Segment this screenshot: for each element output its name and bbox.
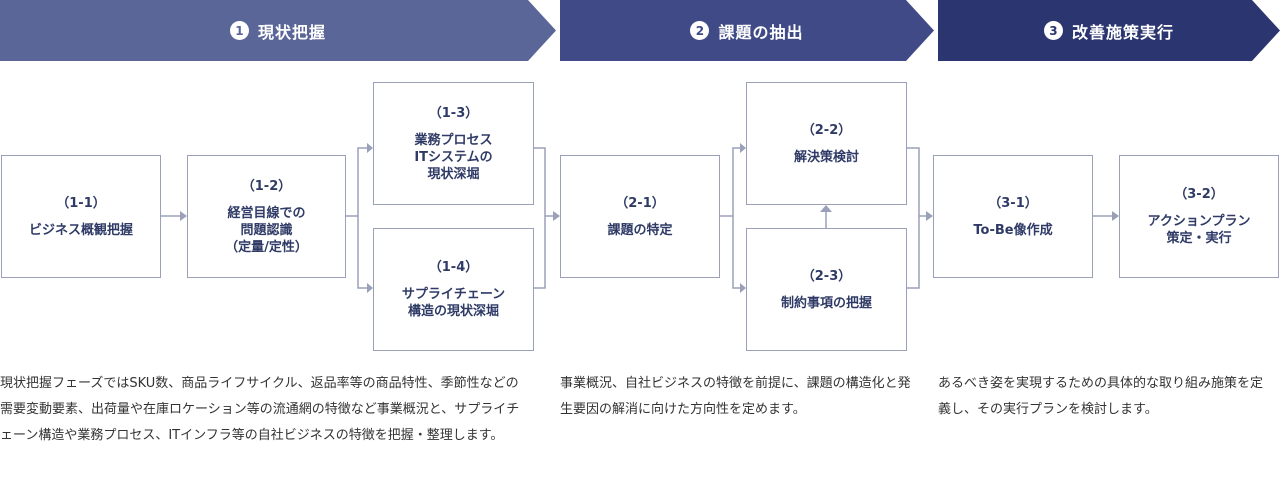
step-box-1-3: （1-3） 業務プロセス ITシステムの 現状深堀 — [373, 82, 534, 205]
step-box-3-2: （3-2） アクションプラン 策定・実行 — [1119, 155, 1279, 278]
connector-merge-2-3 — [907, 216, 920, 289]
arrowhead-to-2-1 — [553, 211, 560, 221]
step-code: （2-2） — [801, 122, 852, 138]
step-box-2-2: （2-2） 解決策検討 — [746, 82, 907, 205]
step-title: To-Be像作成 — [973, 222, 1053, 238]
step-code: （3-2） — [1174, 187, 1224, 202]
step-code: （1-2） — [241, 178, 292, 194]
step-code: （1-4） — [428, 260, 479, 275]
arrowhead-2-3-to-2-2 — [820, 205, 832, 212]
step-title: 解決策検討 — [793, 149, 859, 165]
connector-merge-1-3 — [534, 147, 546, 216]
step-title: ビジネス概観把握 — [28, 222, 133, 238]
step-title: 経営目線での 問題認識 （定量/定性） — [225, 205, 308, 255]
arrowhead-to-1-2 — [180, 211, 187, 221]
phase-3-label: 改善施策実行 — [1071, 22, 1174, 42]
step-box-2-1: （2-1） 課題の特定 — [560, 155, 720, 278]
phase-2-number: 2 — [690, 21, 710, 40]
step-code: （1-3） — [428, 105, 479, 121]
step-title: 制約事項の把握 — [780, 295, 872, 311]
step-code: （2-3） — [801, 268, 852, 284]
connector-merge-1-4 — [534, 216, 546, 289]
connector-branch-1-4 — [357, 216, 367, 289]
phase-2-header: 2 課題の抽出 — [560, 0, 934, 61]
step-box-1-1: （1-1） ビジネス概観把握 — [1, 155, 161, 278]
connector-branch-1-3 — [357, 147, 367, 216]
step-box-1-4: （1-4） サプライチェーン 構造の現状深堀 — [373, 228, 534, 351]
phase-3-description: あるべき姿を実現するための具体的な取り組み施策を定義し、その実行プランを検討しま… — [938, 376, 1264, 417]
step-box-1-2: （1-2） 経営目線での 問題認識 （定量/定性） — [187, 155, 346, 278]
step-title: 業務プロセス ITシステムの 現状深堀 — [414, 132, 493, 182]
step-title: サプライチェーン 構造の現状深堀 — [401, 287, 506, 319]
step-title: 課題の特定 — [607, 222, 673, 238]
step-box-3-1: （3-1） To-Be像作成 — [933, 155, 1093, 278]
step-code: （2-1） — [615, 195, 665, 211]
connector-branch-2-3 — [732, 216, 740, 289]
step-code: （1-1） — [56, 195, 106, 211]
phase-1-number: 1 — [229, 21, 249, 40]
phase-1-description: 現状把握フェーズではSKU数、商品ライフサイクル、返品率等の商品特性、季節性など… — [0, 376, 520, 443]
step-box-2-3: （2-3） 制約事項の把握 — [746, 228, 907, 351]
step-title: アクションプラン 策定・実行 — [1147, 214, 1251, 246]
arrowhead-to-3-1 — [926, 211, 933, 221]
phase-2-description: 事業概況、自社ビジネスの特徴を前提に、課題の構造化と発生要因の解消に向けた方向性… — [560, 376, 911, 417]
connector-merge-2-2 — [907, 147, 920, 216]
phase-1-header: 1 現状把握 — [0, 0, 556, 61]
phase-3-header: 3 改善施策実行 — [938, 0, 1280, 61]
arrowhead-to-3-2 — [1112, 211, 1119, 221]
phase-1-label: 現状把握 — [257, 22, 326, 42]
phase-2-label: 課題の抽出 — [718, 22, 804, 42]
phase-3-number: 3 — [1043, 21, 1063, 40]
connector-branch-2-2 — [732, 147, 740, 216]
step-code: （3-1） — [988, 195, 1038, 211]
